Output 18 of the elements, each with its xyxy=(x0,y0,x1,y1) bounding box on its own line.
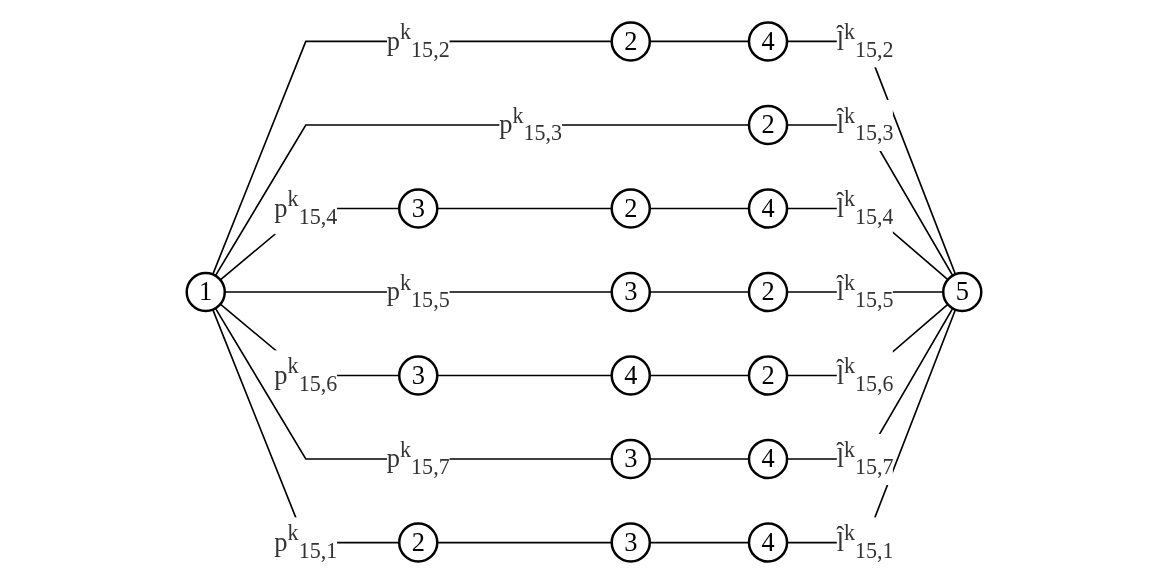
node-circle: 2 xyxy=(610,21,651,62)
node-circle: 3 xyxy=(610,522,651,563)
node-circle: 2 xyxy=(610,188,651,229)
node-circle: 4 xyxy=(610,355,651,396)
node-circle: 3 xyxy=(397,188,438,229)
node-circle: 3 xyxy=(610,438,651,480)
node-circle: 2 xyxy=(747,104,788,146)
node-circle: 4 xyxy=(747,438,788,480)
node-circle: 4 xyxy=(747,188,788,229)
node-circle: 5 xyxy=(941,271,982,313)
node-circle: 2 xyxy=(747,355,788,396)
node-circle: 4 xyxy=(747,522,788,563)
node-circle: 1 xyxy=(185,271,226,313)
node-circle: 3 xyxy=(610,271,651,313)
node-circle: 3 xyxy=(397,355,438,396)
node-circle: 4 xyxy=(747,21,788,62)
node-circle: 2 xyxy=(397,522,438,563)
node-circle: 2 xyxy=(747,271,788,313)
